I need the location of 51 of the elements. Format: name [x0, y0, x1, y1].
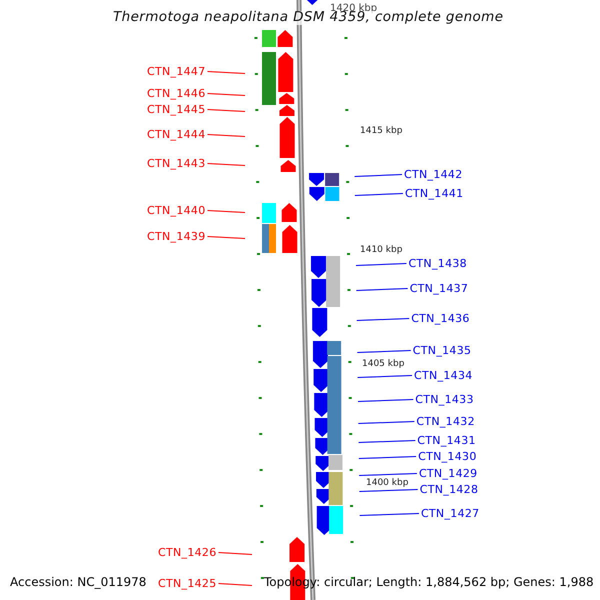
gene-label: CTN_1425: [158, 578, 217, 589]
gene-label: CTN_1430: [418, 451, 477, 462]
leader-line: [356, 318, 410, 321]
leader-line: [358, 440, 416, 443]
gene-label: CTN_1429: [418, 468, 478, 479]
leader-line: [358, 421, 415, 424]
gene-label: CTN_1445: [147, 104, 206, 115]
gene-label: CTN_1444: [147, 129, 206, 140]
scale-label: 1400 kbp: [366, 479, 408, 488]
leader-line: [359, 513, 420, 516]
gene-label: CTN_1433: [415, 394, 474, 405]
leader-line: [355, 263, 407, 266]
leader-line: [358, 489, 418, 492]
gene-label: CTN_1427: [420, 508, 480, 519]
scale-label: 1405 kbp: [362, 360, 404, 369]
leader-line: [357, 375, 413, 378]
gene-label: CTN_1439: [147, 231, 206, 242]
leader-line: [356, 350, 412, 353]
leader-line: [207, 163, 246, 166]
gene-label: CTN_1431: [417, 435, 476, 446]
leader-line: [207, 210, 246, 213]
leader-line: [356, 288, 408, 291]
gene-label: CTN_1440: [147, 205, 206, 216]
leader-line: [207, 71, 246, 74]
gene-label: CTN_1443: [147, 158, 206, 169]
leader-line: [358, 399, 414, 402]
gene-label: CTN_1442: [404, 169, 463, 180]
leader-line: [207, 93, 246, 96]
leader-line: [354, 193, 404, 196]
gene-label: CTN_1441: [404, 188, 464, 199]
gene-label: CTN_1426: [158, 547, 217, 558]
leader-line: [358, 473, 418, 476]
leader-line: [218, 583, 252, 586]
gene-label: CTN_1434: [414, 370, 473, 381]
scale-label: 1410 kbp: [360, 246, 402, 255]
gene-label: CTN_1437: [410, 283, 468, 294]
gene-label: CTN_1435: [412, 345, 472, 356]
accession-text: Accession: NC_011978: [10, 576, 146, 588]
leader-line: [354, 174, 402, 177]
leader-line: [207, 109, 246, 112]
gene-label: CTN_1436: [411, 313, 470, 324]
gene-label: CTN_1428: [420, 484, 478, 495]
gene-label: CTN_1438: [408, 258, 467, 269]
scale-label: 1415 kbp: [360, 127, 402, 136]
gene-label: CTN_1432: [416, 416, 475, 427]
leader-line: [207, 236, 246, 239]
gene-label: CTN_1447: [147, 66, 206, 77]
gene-label: CTN_1446: [147, 88, 206, 99]
leader-line: [207, 134, 246, 137]
leader-line: [358, 456, 417, 459]
leader-line: [218, 552, 252, 555]
